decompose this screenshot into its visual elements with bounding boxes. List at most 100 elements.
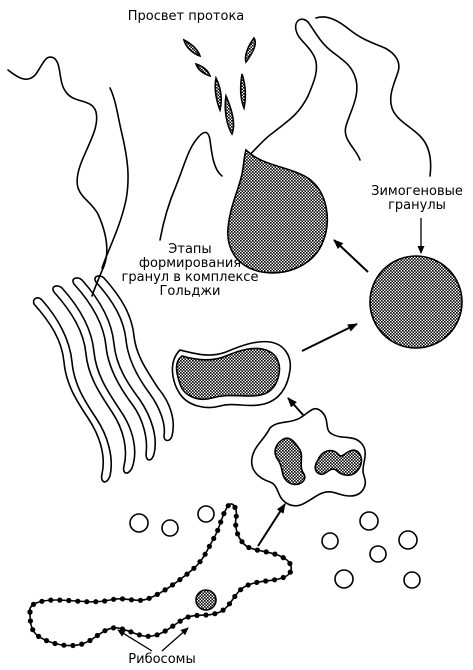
stages-label-line3: гранул в комплексе — [106, 271, 274, 285]
rough-er-membrane — [30, 504, 291, 646]
vesicle — [322, 533, 338, 549]
right-cell-membrane-outer — [316, 17, 431, 176]
golgi-cisterna-2 — [53, 286, 135, 473]
ribosome-dot — [155, 592, 160, 597]
ribosome-dot — [70, 643, 75, 648]
zymogen-granule — [370, 256, 462, 348]
stages-label-line1: Этапы — [106, 243, 274, 257]
ribosome-dot — [191, 566, 196, 571]
ribosome-dot — [177, 577, 182, 582]
ribosome-dot — [102, 598, 107, 603]
ribosome-dot — [155, 632, 160, 637]
ribosome-dot — [120, 626, 125, 631]
ribosome-dot — [212, 611, 217, 616]
streak-4 — [215, 78, 221, 110]
ribosome-dot — [254, 580, 259, 585]
golgi-stages-label: Этапы формирования гранул в комплексе Го… — [106, 243, 274, 299]
apical-process — [160, 132, 222, 240]
ribosome-dot — [163, 628, 168, 633]
ribosome-dot — [218, 519, 223, 524]
golgi-cisterna-4 — [95, 276, 173, 441]
streak-6 — [241, 74, 246, 108]
immature-granule-2 — [315, 450, 361, 475]
golgi-complex — [34, 276, 174, 482]
ribosome-dot — [281, 555, 286, 560]
ribosome-dot — [146, 634, 151, 639]
streak-1 — [184, 40, 200, 56]
right-cell-membrane-inner — [244, 19, 360, 160]
ribosome-dot — [239, 539, 244, 544]
ribosome-dot — [120, 596, 125, 601]
ribosome-dot — [221, 608, 226, 613]
ribosome-dot — [57, 598, 62, 603]
ribosome-dot — [48, 598, 53, 603]
condensing-vacuole — [172, 342, 290, 408]
ribosome-dot — [79, 642, 84, 647]
vesicle — [360, 512, 378, 530]
ribosome-dot — [36, 634, 41, 639]
vesicle — [399, 531, 417, 549]
ribosome-dot — [238, 587, 243, 592]
vesicle — [162, 520, 178, 536]
ribosome-dot — [194, 613, 199, 618]
rough-er — [27, 503, 293, 648]
ribosome-dot — [234, 514, 239, 519]
zymogen-label-line1: Зимогеновые — [362, 185, 472, 199]
ribosome-dot — [215, 528, 220, 533]
ribosome-dot — [95, 633, 100, 638]
immature-granules — [252, 409, 366, 506]
ribosome-dot — [287, 561, 292, 566]
ribosome-dot — [203, 552, 208, 557]
zymogen-granules-label: Зимогеновые гранулы — [362, 185, 472, 213]
zymogen-label-line2: гранулы — [362, 199, 472, 213]
vesicle — [404, 572, 420, 588]
vesicle — [198, 506, 214, 522]
ribosome-dot — [233, 523, 238, 528]
ribosome-dot — [39, 599, 44, 604]
ribosome-dots — [27, 503, 293, 648]
ribosome-dot — [93, 599, 98, 604]
stages-label-line2: формирования — [106, 257, 274, 271]
ribosomes-label: Рибосомы — [112, 653, 212, 667]
ribosome-dot — [27, 610, 32, 615]
ribosome-dot — [137, 632, 142, 637]
ribosome-dot — [184, 572, 189, 577]
ribosome-dot — [31, 602, 36, 607]
ribosome-dot — [226, 503, 231, 508]
streak-5 — [225, 96, 233, 134]
ribosome-dot — [221, 511, 226, 516]
arrow-zymogen-to-secretion — [334, 240, 368, 272]
ribosome-dot — [272, 552, 277, 557]
ribosome-dot — [288, 570, 293, 575]
ribosome-dot — [235, 531, 240, 536]
ribosome-dot — [211, 536, 216, 541]
vesicle — [335, 570, 353, 588]
ribosome-dot — [264, 549, 269, 554]
ribosome-dot — [246, 582, 251, 587]
ribosome-dot — [246, 545, 251, 550]
ribosome-dot — [128, 629, 133, 634]
ribosome-dot — [232, 594, 237, 599]
arrow-er-to-golgi — [258, 504, 285, 546]
vesicle — [370, 546, 386, 562]
ribosome-dot — [102, 628, 107, 633]
vesicle — [130, 514, 148, 532]
ribosome-dot — [28, 618, 33, 623]
ribosome-dot — [272, 577, 277, 582]
duct-lumen-streaks — [184, 38, 255, 134]
arrow-saccule-to-vacuole — [288, 398, 304, 416]
ribosome-dot — [263, 578, 268, 583]
ribosome-dot — [147, 596, 152, 601]
ribosome-dot — [30, 627, 35, 632]
duct-lumen-label: Просвет протока — [112, 10, 260, 24]
ribosome-dot — [203, 612, 208, 617]
streak-2 — [245, 38, 255, 62]
ribosome-dot — [207, 544, 212, 549]
ribosome-dot — [84, 599, 89, 604]
ribosome-dot — [232, 505, 237, 510]
ribosome-dot — [66, 598, 71, 603]
ribosome-dot — [197, 559, 202, 564]
ribosome-dot — [227, 601, 232, 606]
ribosome-dot — [170, 624, 175, 629]
